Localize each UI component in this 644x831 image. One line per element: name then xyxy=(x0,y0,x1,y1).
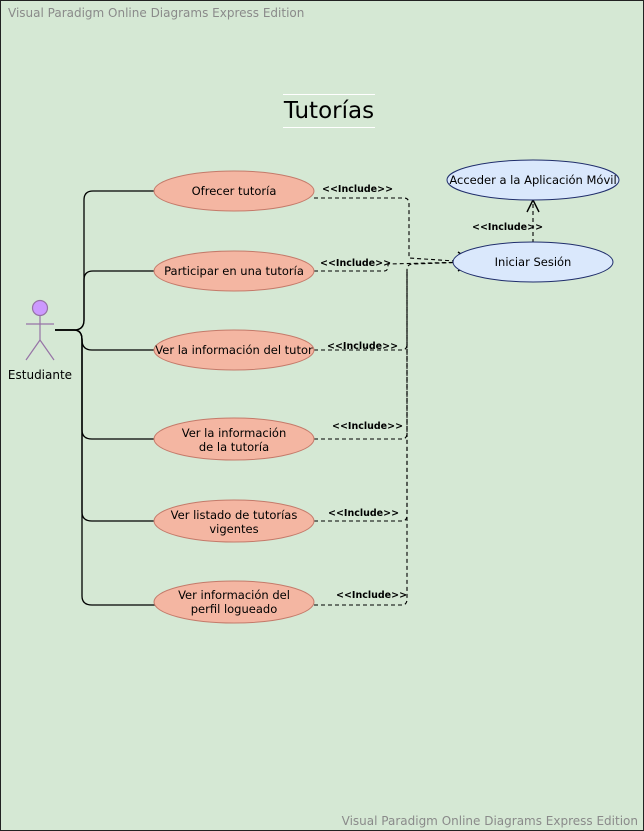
association-uc6[interactable] xyxy=(55,329,155,606)
use-case-label: Participar en una tutoría xyxy=(164,264,304,278)
diagram-title[interactable]: Tutorías xyxy=(283,94,375,128)
use-case-label-line1: Ver información del xyxy=(178,588,290,602)
include-line-uc6[interactable] xyxy=(314,270,408,606)
include-line-uc3[interactable] xyxy=(314,261,471,351)
actor-label: Estudiante xyxy=(8,368,72,382)
use-case-ver-listado-tutorias[interactable]: Ver listado de tutorías vigentes xyxy=(153,499,315,543)
include-line-uc4[interactable] xyxy=(314,270,408,440)
association-uc2[interactable] xyxy=(55,270,155,331)
include-label-login-access: <<Include>> xyxy=(472,222,543,233)
use-case-label-line2: de la tutoría xyxy=(199,440,269,454)
use-case-ver-perfil[interactable]: Ver información del perfil logueado xyxy=(153,580,315,624)
use-case-iniciar-sesion[interactable]: Iniciar Sesión xyxy=(452,241,614,283)
include-labels: <<Include>> <<Include>> <<Include>> <<In… xyxy=(320,184,543,601)
association-uc1[interactable] xyxy=(55,190,155,331)
use-case-acceder-app[interactable]: Acceder a la Aplicación Móvil xyxy=(446,159,620,201)
include-label-uc1: <<Include>> xyxy=(322,184,393,195)
use-case-label: Acceder a la Aplicación Móvil xyxy=(449,173,616,187)
use-case-label-line1: Ver listado de tutorías xyxy=(171,508,298,522)
use-case-ver-info-tutoria[interactable]: Ver la información de la tutoría xyxy=(153,417,315,461)
watermark-top: Visual Paradigm Online Diagrams Express … xyxy=(8,6,305,20)
include-label-uc2: <<Include>> xyxy=(320,258,391,269)
use-case-participar-tutoria[interactable]: Participar en una tutoría xyxy=(153,250,315,292)
include-line-uc5[interactable] xyxy=(314,270,408,522)
association-uc5[interactable] xyxy=(55,329,155,522)
use-case-ver-info-tutor[interactable]: Ver la información del tutor xyxy=(153,329,315,371)
include-relations xyxy=(314,197,534,606)
use-case-label: Ofrecer tutoría xyxy=(192,184,277,198)
association-uc3[interactable] xyxy=(55,329,155,351)
watermark-bottom: Visual Paradigm Online Diagrams Express … xyxy=(341,814,638,828)
use-case-label-line2: perfil logueado xyxy=(191,602,277,616)
include-label-uc4: <<Include>> xyxy=(332,421,403,432)
actor-estudiante[interactable]: Estudiante xyxy=(8,299,72,383)
include-label-uc5: <<Include>> xyxy=(328,508,399,519)
use-case-label-line2: vigentes xyxy=(209,522,258,536)
use-case-ofrecer-tutoria[interactable]: Ofrecer tutoría xyxy=(153,170,315,212)
association-uc4[interactable] xyxy=(55,329,155,440)
use-case-label-line1: Ver la información xyxy=(182,426,287,440)
use-case-label: Iniciar Sesión xyxy=(495,255,572,269)
include-label-uc3: <<Include>> xyxy=(327,341,398,352)
use-case-label: Ver la información del tutor xyxy=(155,343,313,357)
association-lines xyxy=(55,190,155,606)
actor-figure-icon xyxy=(25,299,55,361)
include-line-uc1[interactable] xyxy=(314,197,471,263)
include-line-uc2[interactable] xyxy=(314,261,471,272)
include-label-uc6: <<Include>> xyxy=(336,590,407,601)
